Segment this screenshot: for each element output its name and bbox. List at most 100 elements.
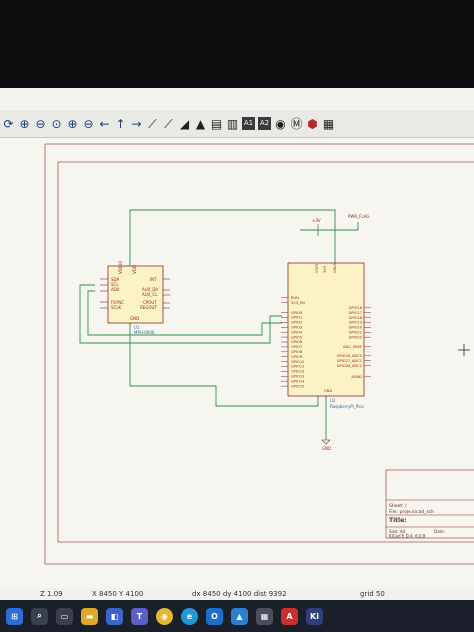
wire-icon[interactable]: ⟋	[164, 116, 173, 131]
status-zoom: Z 1.09	[40, 590, 63, 598]
zoom-in-icon[interactable]: ⊕	[19, 116, 30, 131]
title-block: Sheet: / File: proje.kicad_sch Title: Si…	[385, 469, 474, 539]
wire-vcc-top	[129, 209, 336, 266]
u2-left-pin: GPIO4	[291, 330, 303, 334]
status-grid: grid 50	[360, 590, 385, 598]
u2-right-pin: GPIO16	[349, 306, 363, 310]
title-label: Title:	[389, 517, 407, 524]
u1-pin-regout: REGOUT	[140, 305, 157, 310]
zoom-out-icon[interactable]: ⊖	[35, 116, 46, 131]
u2-right-pin: GPIO28_ADC2	[337, 364, 362, 368]
arrow-up-icon[interactable]: ↑	[115, 116, 126, 131]
teams-icon[interactable]: T	[131, 607, 148, 625]
u2-right-pin: GPIO26_ADC0	[337, 354, 363, 358]
chrome-icon[interactable]: ◉	[156, 607, 173, 625]
u2-value: RaspberryPi_Pico	[330, 404, 364, 409]
sheet-inner-border	[57, 161, 474, 543]
u2-pin-vbus: VBUS	[333, 262, 337, 273]
status-bar: Z 1.09 X 8450 Y 4100 dx 8450 dy 4100 dis…	[0, 588, 474, 602]
u2-component[interactable]: RUN3V3_ENGPIO0GPIO1GPIO2GPIO3GPIO4GPIO5G…	[281, 262, 371, 409]
power-3v-symbol[interactable]: +3V	[312, 218, 321, 230]
bom-icon[interactable]: ▤	[210, 116, 223, 131]
u2-right-pin: GPIO20	[349, 326, 363, 330]
windows-taskbar: ⊞ ⌕ ▭ ▬ ◧ T ◉ e O ▲ ▦ A Ki	[0, 600, 474, 632]
u1-pin-aux-da: AUX_DA	[142, 287, 158, 292]
schematic-drawing: SDA SCL AD0 FSYNC SCLK INT AUX_DA AUX_CL…	[44, 143, 474, 565]
u2-right-pin: ADC_VREF	[343, 345, 362, 349]
acrobat-icon[interactable]: A	[281, 607, 298, 625]
search-icon[interactable]: ⌕	[31, 607, 48, 625]
u1-pin-scl: SCL	[111, 282, 119, 287]
files-icon[interactable]: ▦	[256, 607, 273, 625]
u1-pin-vdd: VDD	[132, 265, 137, 274]
erc-icon[interactable]: ▲	[195, 116, 206, 131]
u2-right-pin: GPIO27_ADC1	[337, 359, 362, 363]
u1-component[interactable]: SDA SCL AD0 FSYNC SCLK INT AUX_DA AUX_CL…	[100, 261, 170, 335]
footprint-icon[interactable]: Ⓜ	[290, 116, 303, 131]
netlist-icon[interactable]: ◉	[275, 116, 286, 131]
u2-left-pin: GPIO5	[291, 335, 302, 339]
u2-left-pin: GPIO12	[291, 370, 304, 374]
u2-left-pin: GPIO0	[291, 311, 303, 315]
rotate-icon[interactable]: ⟳	[3, 116, 14, 131]
file-explorer-icon[interactable]: ▬	[81, 607, 98, 625]
pwr-flag-symbol[interactable]: PWR_FLAG	[348, 214, 370, 219]
wire-gnd-u1	[129, 323, 319, 407]
flag-icon[interactable]: ◢	[179, 116, 190, 131]
u1-pin-ad0: AD0	[111, 287, 120, 292]
u2-left-pin: GPIO2	[291, 321, 302, 325]
u2-left-pin: RUN	[291, 296, 299, 300]
arrow-right-icon[interactable]: →	[131, 116, 142, 131]
task-view-icon[interactable]: ▭	[56, 607, 73, 625]
table-icon[interactable]: ▦	[322, 116, 335, 131]
u1-value: MPU-6000	[134, 330, 155, 335]
zoom-selection-icon[interactable]: ⊖	[83, 116, 94, 131]
gnd-label: GND	[322, 446, 331, 451]
u2-left-pin: GPIO9	[291, 355, 303, 359]
title-size: Size: A4	[389, 529, 406, 534]
u2-right-pin: GPIO17	[349, 311, 362, 315]
bus-entry-icon[interactable]: ⟋	[148, 116, 157, 131]
crosshair-cursor	[458, 344, 470, 356]
u2-left-pin: GPIO3	[291, 326, 302, 330]
u1-pin-fsync: FSYNC	[111, 300, 124, 305]
u2-left-pin: GPIO14	[291, 379, 305, 383]
title-sheet: Sheet: /	[389, 503, 407, 509]
arrow-left-icon[interactable]: ←	[99, 116, 110, 131]
store-icon[interactable]: ◧	[106, 607, 123, 625]
outlook-icon[interactable]: O	[206, 607, 223, 625]
u2-right-pin: GPIO21	[349, 331, 362, 335]
kicad-icon[interactable]: Ki	[306, 607, 323, 625]
wire-pwr-flag	[300, 222, 359, 231]
start-icon[interactable]: ⊞	[6, 607, 23, 625]
status-delta: dx 8450 dy 4100 dist 9392	[192, 590, 287, 598]
gnd-symbol[interactable]: GND	[321, 439, 331, 451]
u2-reference: U2	[330, 398, 336, 403]
u2-left-pin: GPIO15	[291, 384, 304, 388]
edge-icon[interactable]: e	[181, 607, 198, 625]
main-toolbar: ⟳ ⊕ ⊖ ⊙ ⊕ ⊖ ← ↑ → ⟋ ⟋ ◢ ▲ ▤ ▥ A1 A2 ◉ Ⓜ …	[0, 110, 474, 138]
sheet-outer-border	[44, 143, 474, 565]
schematic-canvas[interactable]: SDA SCL AD0 FSYNC SCLK INT AUX_DA AUX_CL…	[0, 138, 474, 588]
plot-icon[interactable]: ⬢	[307, 116, 318, 131]
status-coords: X 8450 Y 4100	[92, 590, 144, 598]
u2-left-pin: GPIO6	[291, 340, 303, 344]
u1-pin-sda: SDA	[111, 277, 120, 282]
title-kicad: KiCad E.D.A. 6.0.8	[389, 534, 426, 539]
annotate-icon[interactable]: ▥	[226, 116, 239, 131]
u2-pin-vsys: VSYS	[315, 263, 319, 273]
u1-pin-aux-cl: AUX_CL	[142, 292, 158, 297]
u2-pin-3v3: 3V3	[323, 266, 327, 273]
u1-pin-vddio: VDDIO	[118, 261, 123, 274]
u2-left-pin: GPIO11	[291, 365, 304, 369]
u2-left-pin: GPIO8	[291, 350, 303, 354]
u2-left-pin: 3V3_EN	[291, 301, 305, 305]
u2-pin-gnd: GND	[324, 389, 332, 393]
zoom-area-icon[interactable]: ⊕	[67, 116, 78, 131]
pwr-flag-label: PWR_FLAG	[348, 214, 370, 219]
wires	[79, 209, 359, 440]
a1-badge[interactable]: A1	[242, 117, 255, 130]
photos-icon[interactable]: ▲	[231, 607, 248, 625]
a2-badge[interactable]: A2	[258, 117, 271, 130]
zoom-fit-icon[interactable]: ⊙	[51, 116, 62, 131]
